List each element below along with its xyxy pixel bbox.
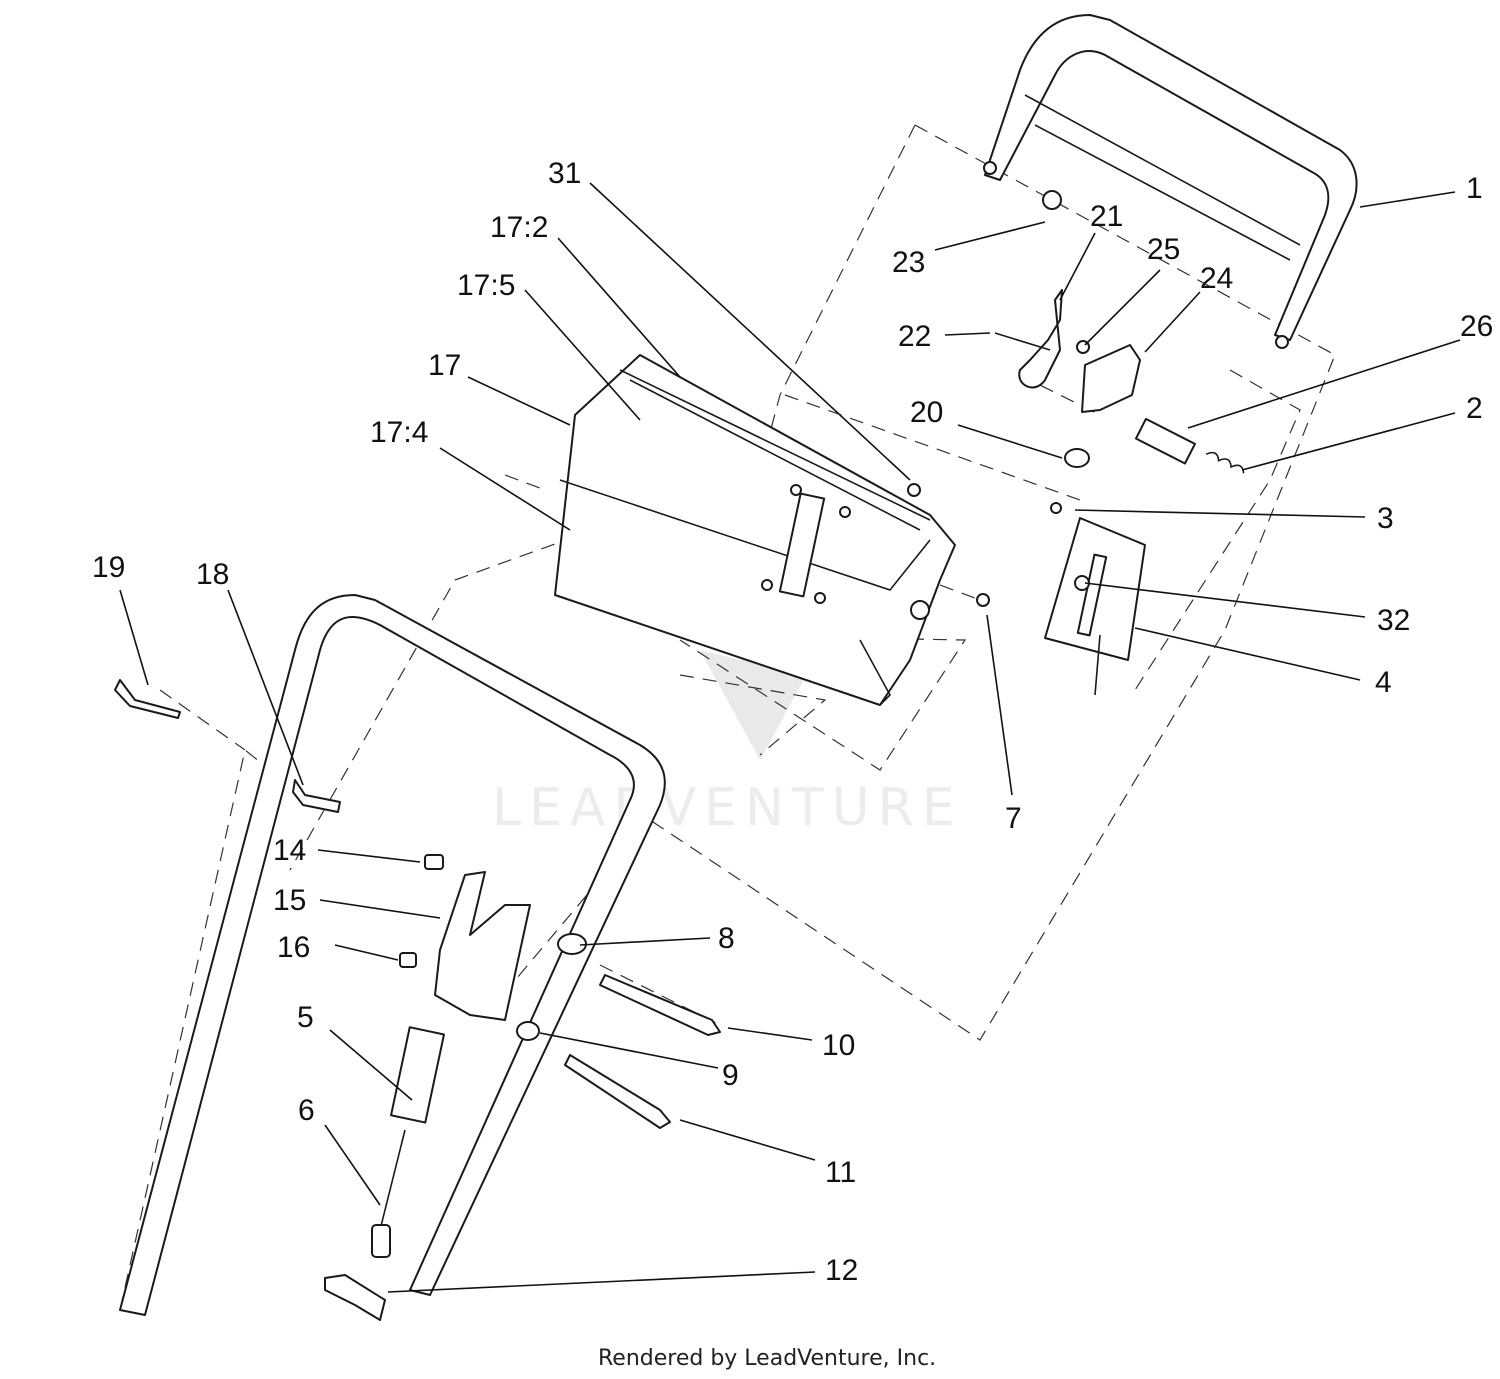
render-credit: Rendered by LeadVenture, Inc. <box>598 1346 936 1371</box>
leader-lines <box>119 182 1461 1293</box>
callout-25: 25 <box>1147 233 1180 266</box>
callout-14: 14 <box>273 834 306 867</box>
callout-11: 11 <box>825 1156 856 1189</box>
callout-12: 12 <box>825 1254 858 1287</box>
slotted-plate <box>1044 517 1146 696</box>
callout-6: 6 <box>298 1094 315 1127</box>
callout-16: 16 <box>277 931 310 964</box>
upper-handle <box>983 14 1358 349</box>
callout-31: 31 <box>548 157 581 190</box>
callout-8: 8 <box>718 922 735 955</box>
callout-32: 32 <box>1377 604 1410 637</box>
lower-handle-frame <box>119 594 666 1316</box>
callout-labels: 1 2 3 4 5 6 7 8 9 10 11 12 14 15 16 17 1… <box>92 157 1493 1287</box>
callout-22: 22 <box>898 320 931 353</box>
callout-2: 2 <box>1466 392 1483 425</box>
callout-3: 3 <box>1377 502 1394 535</box>
callout-19: 19 <box>92 551 125 584</box>
callout-5: 5 <box>297 1001 314 1034</box>
callout-20: 20 <box>910 396 943 429</box>
callout-26: 26 <box>1460 310 1493 343</box>
callout-17-5: 17:5 <box>457 269 515 302</box>
control-panel <box>554 354 990 706</box>
callout-7: 7 <box>1005 802 1022 835</box>
callout-4: 4 <box>1375 666 1392 699</box>
callout-17-4: 17:4 <box>370 416 428 449</box>
callout-24: 24 <box>1200 262 1233 295</box>
callout-1: 1 <box>1466 172 1483 205</box>
callout-18: 18 <box>196 558 229 591</box>
callout-17-2: 17:2 <box>490 211 548 244</box>
callout-21: 21 <box>1090 200 1123 233</box>
callout-23: 23 <box>892 246 925 279</box>
lower-parts <box>114 679 721 1321</box>
callout-9: 9 <box>722 1059 739 1092</box>
callout-17: 17 <box>428 349 461 382</box>
callout-15: 15 <box>273 884 306 917</box>
watermark-text: LEADVENTURE <box>492 778 963 838</box>
latch-assembly <box>994 190 1245 514</box>
callout-10: 10 <box>822 1029 855 1062</box>
